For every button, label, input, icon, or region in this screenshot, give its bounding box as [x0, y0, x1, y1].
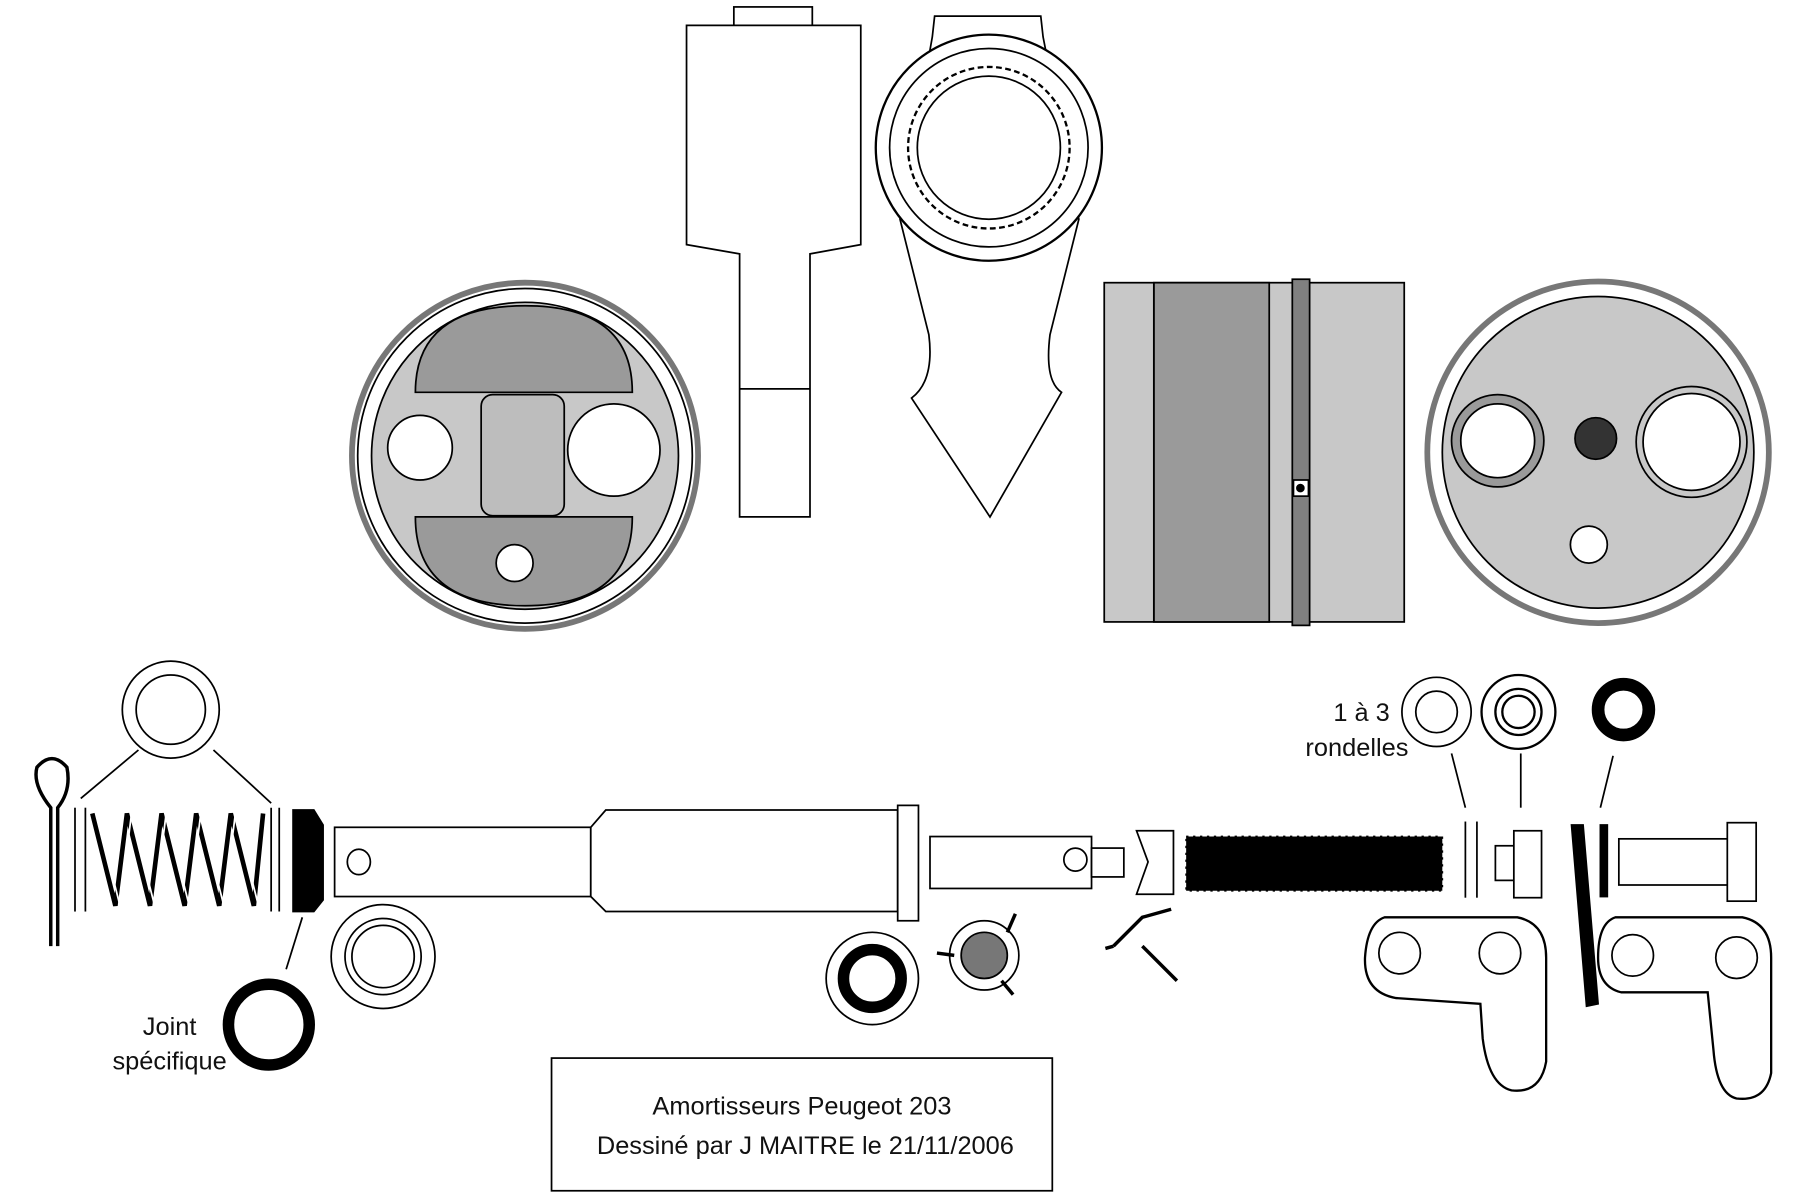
lever-arm [685, 6, 862, 518]
piston-disc-left [349, 279, 701, 632]
cover-disc-right [1424, 278, 1772, 626]
washers-count-label: 1 à 3 [1333, 699, 1389, 727]
bolt-and-brackets [1363, 821, 1773, 1100]
title-box [550, 1057, 1054, 1192]
title-line1: Amortisseurs Peugeot 203 [652, 1093, 951, 1121]
split-pin-and-spring [34, 660, 436, 1071]
valve-rod-and-spring [929, 821, 1478, 982]
washers-label: rondelles [1305, 734, 1408, 762]
shaft-tube [333, 804, 1020, 1026]
cylinder-body [1103, 278, 1406, 627]
splined-hub [874, 15, 1104, 519]
washers [1401, 673, 1656, 808]
joint-label-line2: spécifique [112, 1048, 226, 1076]
joint-label-line1: Joint [143, 1013, 197, 1041]
title-line2: Dessiné par J MAITRE le 21/11/2006 [597, 1132, 1014, 1160]
